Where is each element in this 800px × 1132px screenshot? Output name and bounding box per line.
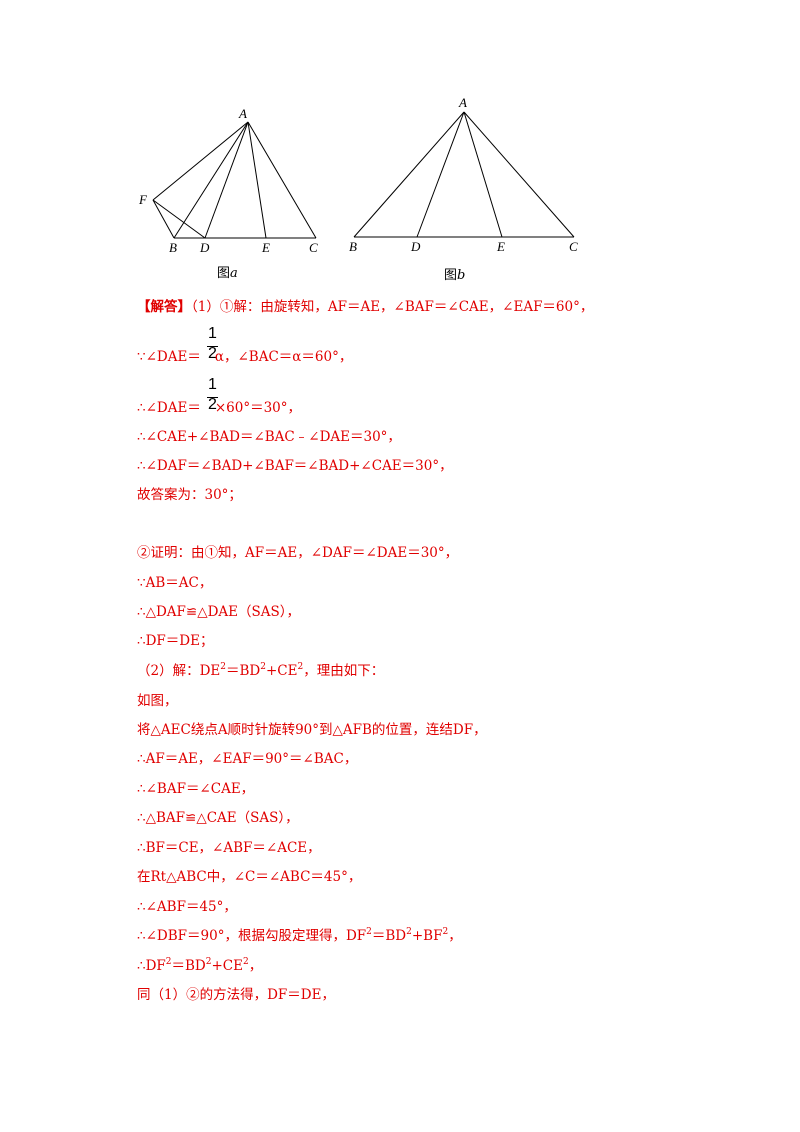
label-b-A: A bbox=[458, 95, 467, 110]
figure-b bbox=[353, 111, 575, 238]
solution-line-8: ∵AB＝AC， bbox=[137, 575, 213, 591]
solution-line-5: ∴∠DAF＝∠BAD+∠BAF＝∠BAD+∠CAE＝30°， bbox=[137, 458, 453, 474]
solution-line-4: ∴∠CAE+∠BAD＝∠BAC﹣∠DAE＝30°， bbox=[137, 429, 401, 445]
solution-line-14: ∴AF＝AE，∠EAF＝90°＝∠BAC， bbox=[137, 751, 358, 767]
figure-a-caption: 图a bbox=[217, 266, 238, 281]
solution-line-7: ②证明：由①知，AF＝AE，∠DAF＝∠DAE＝30°， bbox=[137, 545, 459, 561]
label-a-D: D bbox=[199, 240, 210, 255]
fraction-numerator: 1 bbox=[208, 376, 217, 393]
label-b-E: E bbox=[496, 239, 505, 254]
label-a-C: C bbox=[309, 240, 318, 255]
solution-line-19: ∴∠ABF＝45°， bbox=[137, 899, 237, 915]
fraction-denominator: 2 bbox=[208, 396, 217, 413]
label-a-F: F bbox=[138, 192, 148, 207]
figure-b-caption: 图b bbox=[444, 268, 466, 283]
label-a-B: B bbox=[169, 240, 177, 255]
solution-line-12: 如图， bbox=[137, 693, 178, 709]
label-b-C: C bbox=[569, 239, 578, 254]
solution-line-22: 同（1）②的方法得，DF＝DE， bbox=[137, 987, 335, 1003]
figure-a bbox=[152, 121, 317, 239]
solution-line-16: ∴△BAF≌△CAE（SAS）， bbox=[137, 810, 299, 826]
solution-header: 【解答】 bbox=[137, 299, 191, 315]
solution-line-21: ∴DF2＝BD2+CE2， bbox=[137, 957, 263, 975]
solution-line-11: （2）解：DE2＝BD2+CE2，理由如下： bbox=[137, 662, 385, 680]
geometry-figures: A F B D E C A B D E C bbox=[138, 95, 578, 255]
solution-line-17: ∴BF＝CE，∠ABF＝∠ACE， bbox=[137, 840, 321, 856]
solution-line-6: 故答案为：30°； bbox=[137, 487, 242, 503]
fraction-numerator: 1 bbox=[208, 325, 217, 342]
solution-line-2: ∵∠DAE＝α，∠BAC＝α＝60°， bbox=[137, 349, 353, 365]
label-b-D: D bbox=[410, 239, 421, 254]
solution-line-3: ∴∠DAE＝×60°＝30°， bbox=[137, 400, 302, 416]
solution-line-9: ∴△DAF≌△DAE（SAS）， bbox=[137, 604, 301, 620]
solution-line-20: ∴∠DBF＝90°，根据勾股定理得，DF2＝BD2+BF2， bbox=[137, 927, 462, 945]
fraction-denominator: 2 bbox=[208, 345, 217, 362]
label-a-A: A bbox=[238, 106, 247, 121]
solution-line-18: 在Rt△ABC中，∠C＝∠ABC＝45°， bbox=[137, 869, 362, 885]
solution-line-13: 将△AEC绕点A顺时针旋转90°到△AFB的位置，连结DF， bbox=[137, 722, 487, 738]
solution-line-1: 【解答】（1）①解：由旋转知，AF＝AE，∠BAF＝∠CAE，∠EAF＝60°， bbox=[137, 299, 594, 315]
label-a-E: E bbox=[261, 240, 270, 255]
solution-line-10: ∴DF＝DE； bbox=[137, 633, 214, 649]
solution-line-15: ∴∠BAF＝∠CAE， bbox=[137, 781, 255, 797]
label-b-B: B bbox=[349, 239, 357, 254]
